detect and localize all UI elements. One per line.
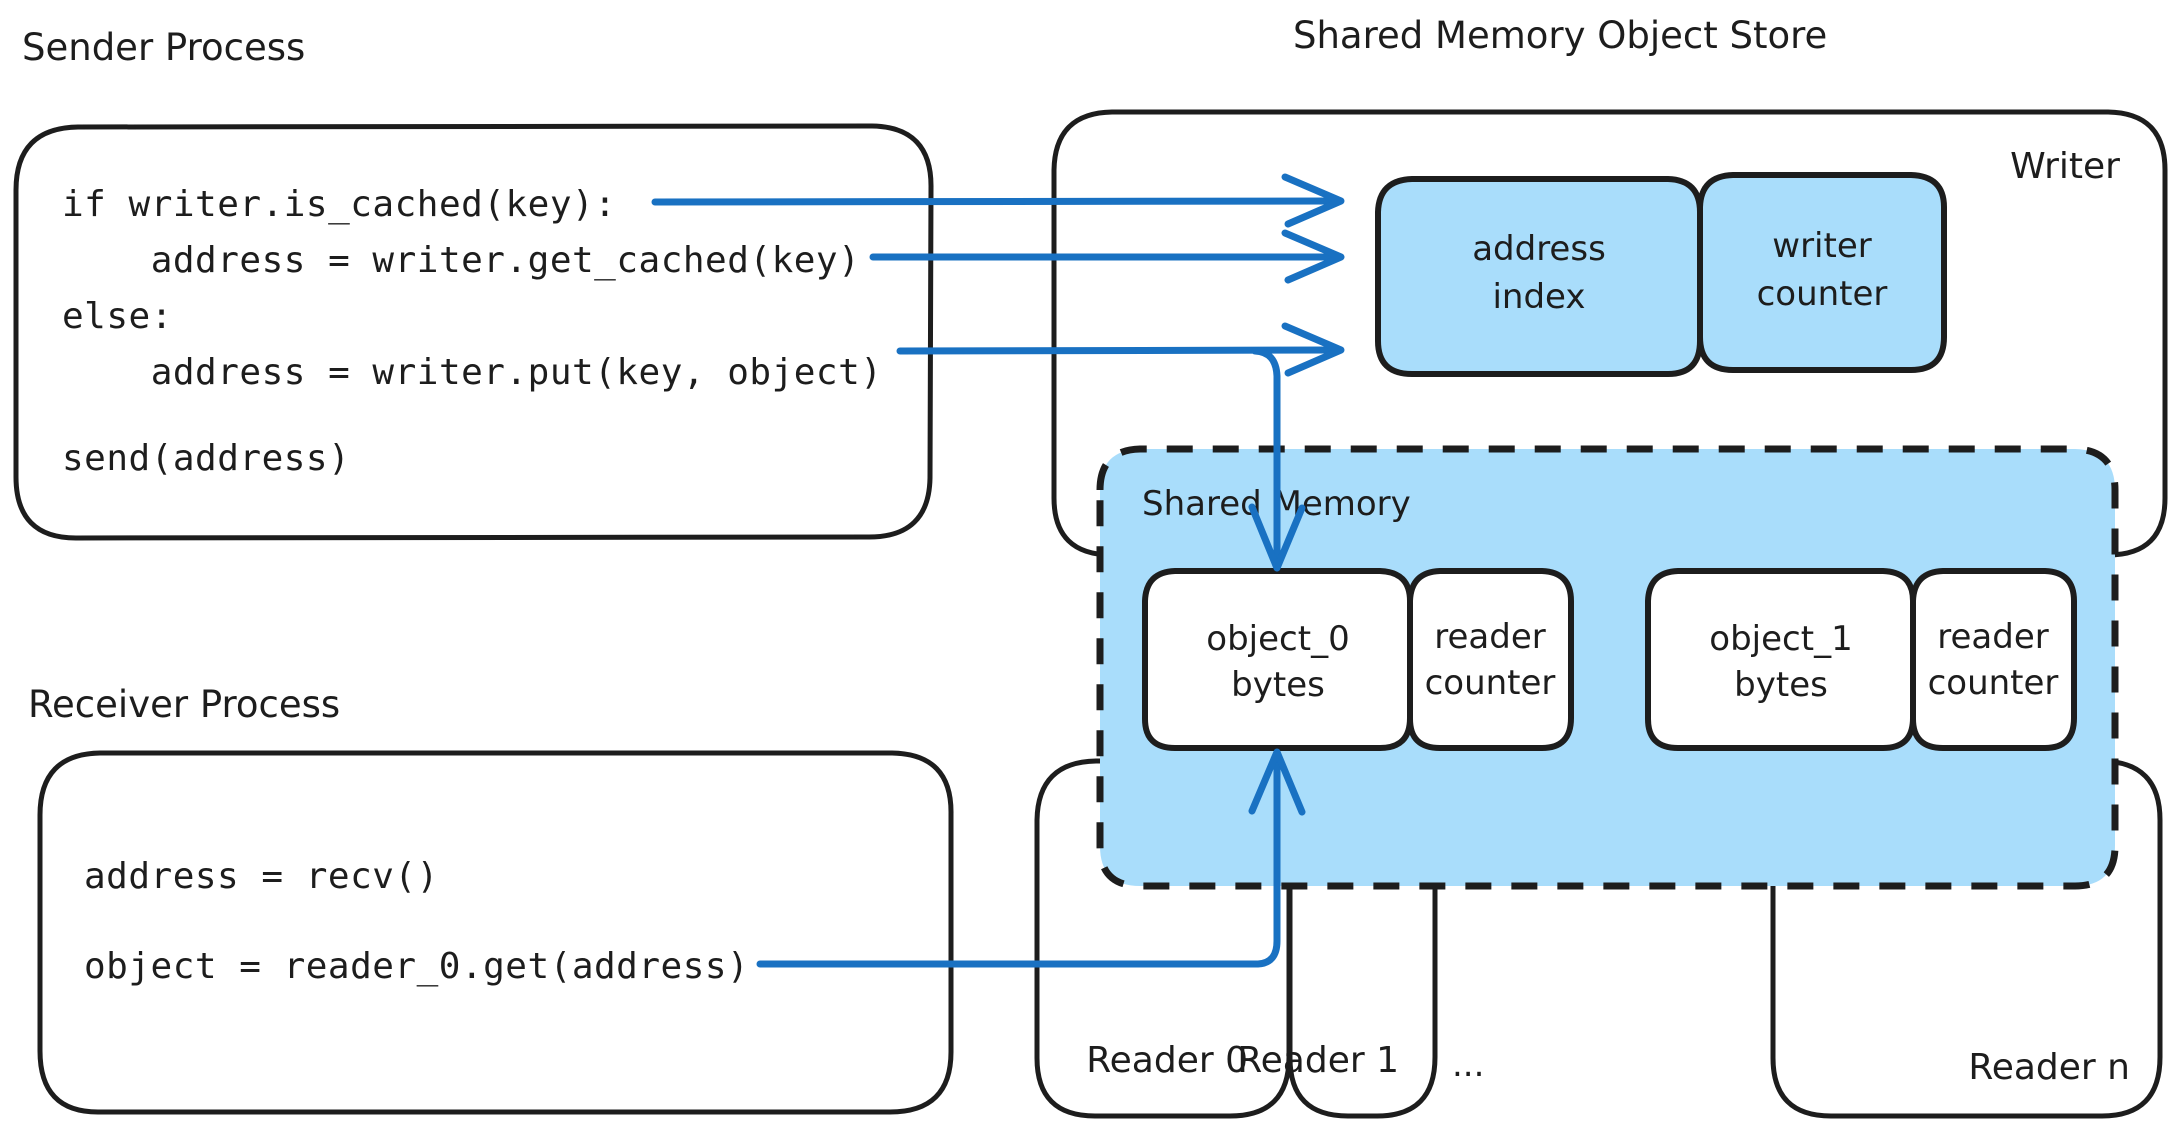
shared-memory-region: [1096, 445, 2119, 890]
object-1-line-2: bytes: [1734, 665, 1828, 705]
object-1-line-1: object_1: [1709, 619, 1852, 659]
reader-counter-1-cell[interactable]: [1910, 568, 2077, 751]
writer-counter-line-1: writer: [1772, 226, 1871, 266]
writer-counter-cell[interactable]: [1697, 172, 1947, 373]
reader-counter-0-line-1: reader: [1434, 617, 1545, 657]
shared-memory-object-store-title: Shared Memory Object Store: [1293, 14, 1827, 57]
arrow-is-cached-line: [651, 197, 1340, 206]
arrow-get-cached-head: [1281, 229, 1345, 284]
arrow-reader-get-head: [1248, 748, 1306, 816]
arrow-group: [651, 173, 1345, 968]
readers-ellipsis: ...: [1452, 1045, 1484, 1085]
sender-process-title: Sender Process: [22, 26, 305, 69]
reader-counter-0-cell[interactable]: [1407, 568, 1574, 751]
reader-1-label: Reader 1: [1237, 1040, 1399, 1081]
receiver-process-box: [37, 750, 954, 1115]
arrow-put-to-object-line: [1251, 347, 1281, 566]
sender-code-line-4: address = writer.put(key, object): [62, 352, 882, 393]
writer-box[interactable]: [1051, 109, 2168, 558]
writer-counter-line-2: counter: [1757, 274, 1888, 314]
arrow-put-to-object-head: [1248, 503, 1306, 572]
sender-code-line-6: send(address): [62, 438, 350, 479]
sender-code-line-2: address = writer.get_cached(key): [62, 240, 860, 281]
object-0-line-1: object_0: [1206, 619, 1349, 659]
receiver-process-title: Receiver Process: [28, 683, 340, 726]
address-index-line-2: index: [1492, 277, 1585, 317]
sender-code-line-3: else:: [62, 296, 173, 337]
reader-counter-0-line-2: counter: [1425, 663, 1556, 703]
receiver-code-line-1: address = recv(): [84, 856, 439, 897]
arrow-put-line: [896, 346, 1340, 355]
object-0-line-2: bytes: [1231, 665, 1325, 705]
sender-code-line-1: if writer.is_cached(key):: [62, 184, 616, 225]
address-index-line-1: address: [1472, 229, 1606, 269]
reader-counter-1-line-2: counter: [1928, 663, 2059, 703]
object-1-bytes-cell[interactable]: [1645, 568, 1916, 751]
reader-0-label: Reader 0: [1086, 1040, 1248, 1081]
writer-label: Writer: [2010, 146, 2120, 187]
reader-n-label: Reader n: [1968, 1047, 2130, 1088]
sender-process-box: [13, 123, 934, 541]
arrow-is-cached-head: [1281, 173, 1345, 228]
reader-counter-1-line-1: reader: [1937, 617, 2048, 657]
receiver-code-line-3: object = reader_0.get(address): [84, 946, 749, 987]
arrow-reader-get-line: [756, 754, 1281, 968]
object-0-bytes-cell[interactable]: [1142, 568, 1413, 751]
arrow-put-head: [1281, 322, 1345, 377]
